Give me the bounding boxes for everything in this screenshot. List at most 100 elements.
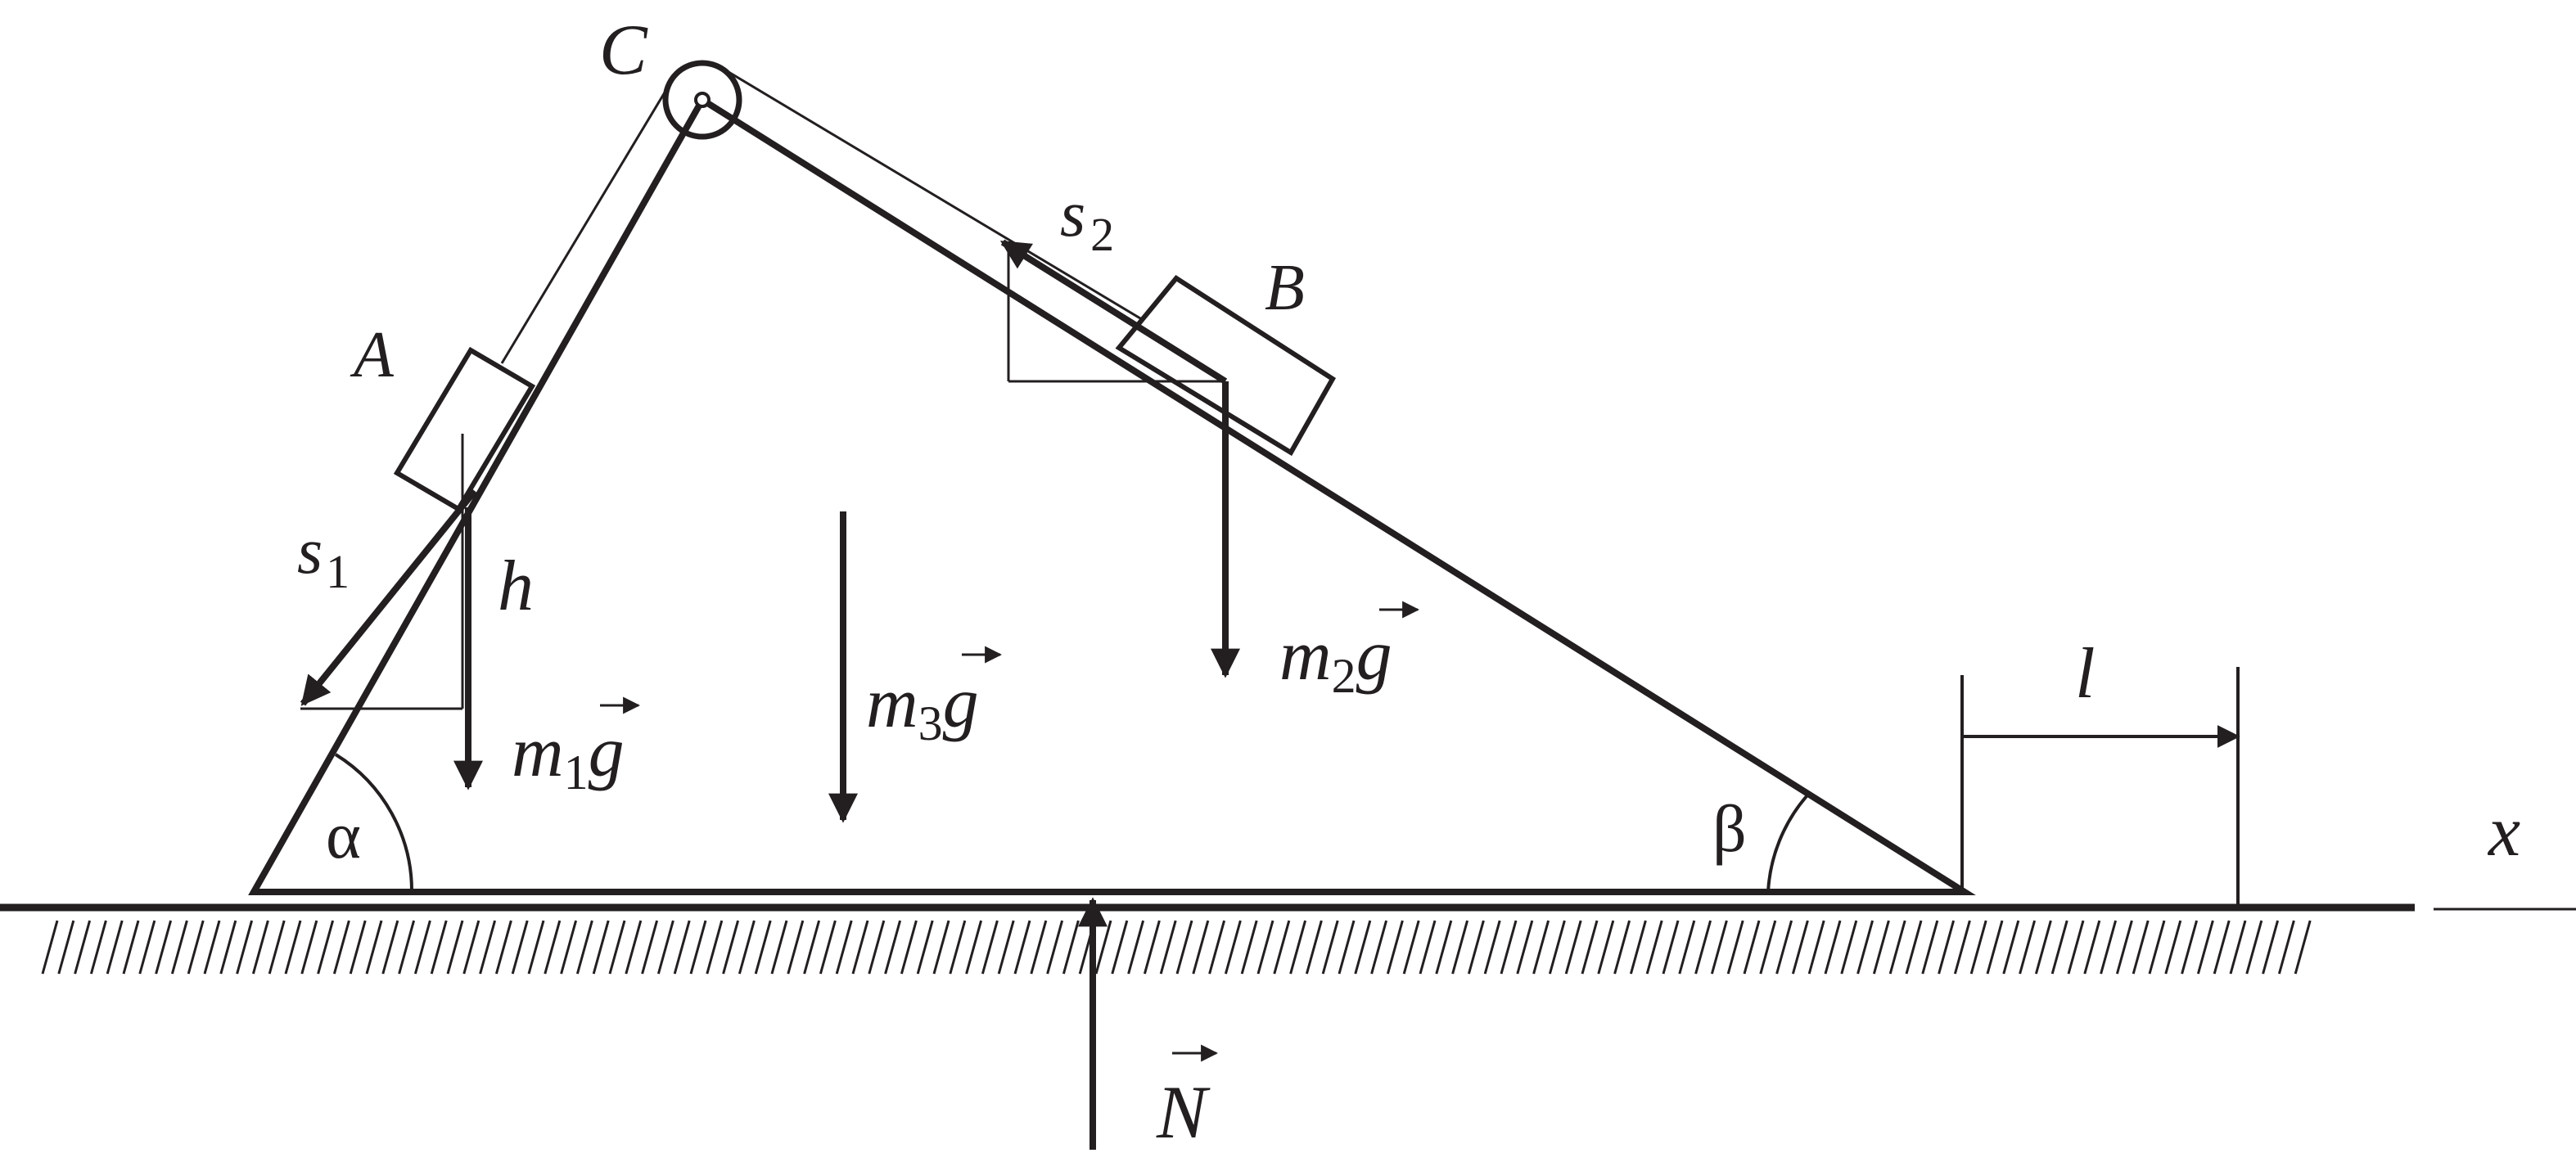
ground-hatch-line	[1986, 920, 2004, 975]
ground-hatch-line	[916, 920, 934, 975]
ground-hatch-line	[236, 920, 254, 975]
ground-hatch-line	[2164, 920, 2182, 975]
ground-hatch-line	[479, 920, 497, 975]
ground-hatch-line	[1759, 920, 1777, 975]
ground-hatch-line	[430, 920, 448, 975]
ground-hatch-line	[575, 920, 593, 975]
ground-hatch-line	[2002, 920, 2020, 975]
ground-hatch-line	[1953, 920, 1971, 975]
ground-hatch-line	[1467, 920, 1485, 975]
wedge-triangle	[248, 95, 1976, 895]
label-m1g-m: m	[512, 713, 564, 792]
ground-hatch-line	[381, 920, 399, 975]
block-a-body	[393, 346, 536, 513]
ground-hatch-line	[1726, 920, 1744, 975]
ground-hatch-line	[706, 920, 724, 975]
ground-hatch-line	[754, 920, 772, 975]
ground	[0, 903, 2576, 975]
ground-hatch-line	[2034, 920, 2052, 975]
ground-hatch-line	[738, 920, 756, 975]
ground-hatch-line	[544, 920, 562, 975]
ground-hatch-line	[1807, 920, 1825, 975]
ground-hatch-line	[1305, 920, 1323, 975]
label-m1g: m1g	[512, 713, 625, 799]
ground-hatch-line	[1224, 920, 1242, 975]
ground-hatch-line	[89, 920, 107, 975]
ground-hatch-line	[1013, 920, 1031, 975]
ground-hatch-line	[1938, 920, 1956, 975]
ground-hatch-line	[884, 920, 902, 975]
ground-hatch-line	[949, 920, 967, 975]
ground-hatch-line	[1500, 920, 1518, 975]
ground-hatch-line	[1208, 920, 1226, 975]
ground-hatch-line	[2262, 920, 2280, 975]
ground-hatch-line	[1451, 920, 1469, 975]
ground-hatch-line	[819, 920, 837, 975]
ground-hatch-line	[1824, 920, 1842, 975]
arrows	[300, 239, 2240, 1150]
ground-hatch-line	[689, 920, 707, 975]
label-m2g: m2g	[1279, 616, 1392, 703]
block-a	[393, 346, 536, 513]
ground-hatch-line	[965, 920, 983, 975]
ground-hatch-line	[349, 920, 367, 975]
label-m3g-m: m	[866, 664, 918, 743]
pulley-wheel	[662, 60, 742, 140]
ground-hatch-line	[1062, 920, 1080, 975]
ground-hatch-line	[900, 920, 918, 975]
ground-hatch-line	[2083, 920, 2101, 975]
ground-hatch-line	[835, 920, 853, 975]
label-m2g-g: g	[1356, 616, 1392, 696]
ground-hatch-line	[527, 920, 545, 975]
ground-hatch-line	[1597, 920, 1615, 975]
ground-hatch-line	[1856, 920, 1874, 975]
ground-hatch-line	[1905, 920, 1923, 975]
ground-hatch-line	[2277, 920, 2295, 975]
ground-hatch-line	[722, 920, 740, 975]
s1-arrow	[300, 489, 478, 706]
ground-hatch-line	[170, 920, 188, 975]
ground-hatch-line	[317, 920, 335, 975]
ground-hatch-line	[851, 920, 869, 975]
pulley-c	[662, 60, 742, 140]
ground-hatch-line	[673, 920, 691, 975]
ground-hatch-line	[560, 920, 578, 975]
ground-hatch-line	[122, 920, 140, 975]
ground-hatch-line	[2115, 920, 2133, 975]
ground-hatch-line	[1532, 920, 1550, 975]
ground-hatch-line	[1321, 920, 1339, 975]
ground-hatch-line	[1516, 920, 1534, 975]
ground-hatch-line	[2181, 920, 2199, 975]
ground-hatch-line	[57, 920, 75, 975]
ground-hatch-line	[1548, 920, 1566, 975]
ground-hatch-line	[1256, 920, 1274, 975]
ground-hatch-line	[1386, 920, 1404, 975]
label-s2-subscript: 2	[1090, 208, 1114, 261]
ground-hatch-line	[284, 920, 302, 975]
label-s2-symbol: s	[1060, 178, 1085, 250]
ground-hatch-line	[997, 920, 1015, 975]
ground-hatch-line	[398, 920, 416, 975]
ground-hatch-line	[268, 920, 286, 975]
ground-hatch-line	[2245, 920, 2263, 975]
ground-hatch-line	[106, 920, 124, 975]
rope-to-a	[500, 88, 669, 364]
ground-hatch-line	[138, 920, 156, 975]
ground-hatch-line	[1127, 920, 1145, 975]
ground-hatch-line	[2019, 920, 2037, 975]
ground-hatch-line	[1775, 920, 1793, 975]
ground-hatch-line	[1159, 920, 1177, 975]
ground-hatch-line	[1888, 920, 1906, 975]
ground-hatch-line	[1175, 920, 1193, 975]
ground-hatch-line	[2067, 920, 2085, 975]
ground-hatch-line	[932, 920, 950, 975]
label-b: B	[1265, 252, 1305, 324]
label-m1g-g: g	[589, 713, 625, 792]
rope-to-b	[720, 65, 1162, 332]
ground-hatch-line	[1921, 920, 1939, 975]
rope	[500, 65, 1162, 364]
label-m2g-subscript: 2	[1332, 649, 1356, 703]
